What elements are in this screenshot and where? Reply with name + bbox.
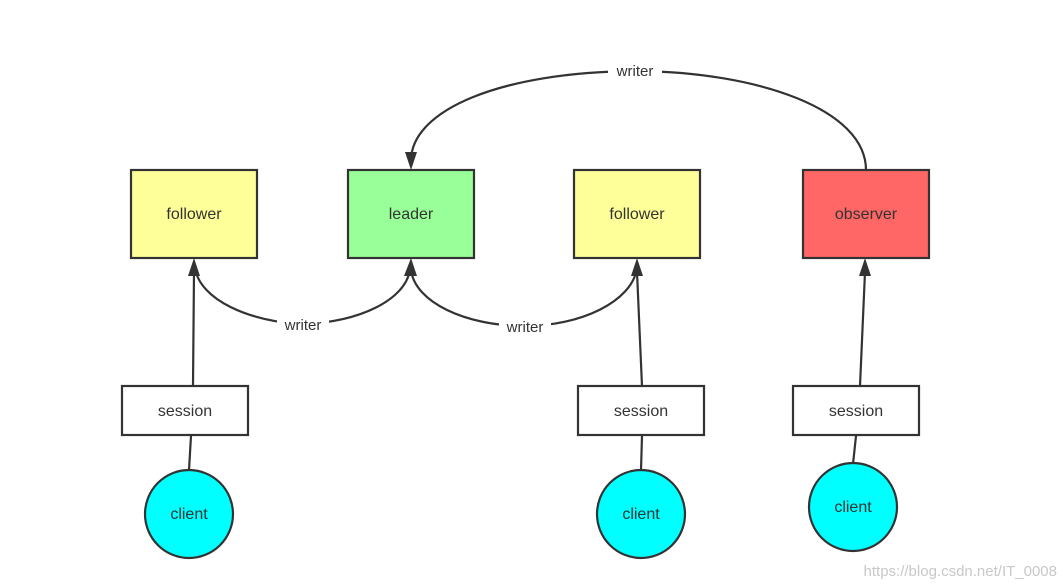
arrowhead-follower-right [631,258,643,276]
edge-label-observer-to-leader: writer [616,63,654,80]
edge-client3-to-session3 [851,434,858,466]
node-session-3: session [791,384,921,437]
node-observer: observer [801,168,931,260]
node-session-2-label: session [614,403,668,420]
edge-label-follower-right-to-leader: writer [506,319,544,336]
node-session-1-label: session [158,403,212,420]
node-client-3-label: client [834,499,872,516]
node-follower-left: follower [129,168,259,260]
edge-client2-to-session2 [639,434,644,472]
edge-session3-to-observer [858,270,867,388]
arrowhead-observer [859,258,871,276]
node-client-2-label: client [622,506,660,523]
node-leader: leader [346,168,476,260]
node-client-2: client [595,468,687,560]
node-client-1: client [143,468,235,560]
node-follower-left-label: follower [166,206,222,223]
node-session-2: session [576,384,706,437]
node-observer-label: observer [835,206,898,223]
node-client-3: client [807,461,899,553]
node-session-3-label: session [829,403,883,420]
watermark-text: https://blog.csdn.net/IT_0008 [863,563,1057,580]
arrowhead-leader-top [405,152,417,170]
node-follower-right-label: follower [609,206,665,223]
node-session-1: session [120,384,250,437]
edge-label-follower-left-to-leader: writer [284,317,322,334]
arrowhead-follower-left [188,258,200,276]
edge-observer-to-leader [409,69,868,172]
edge-session2-to-follower-right [635,270,644,388]
arrowhead-leader-bottom-left [404,258,417,276]
node-leader-label: leader [389,206,434,223]
edge-session1-to-follower-left [191,270,196,388]
node-client-1-label: client [170,506,208,523]
edge-client1-to-session1 [187,434,193,472]
node-follower-right: follower [572,168,702,260]
